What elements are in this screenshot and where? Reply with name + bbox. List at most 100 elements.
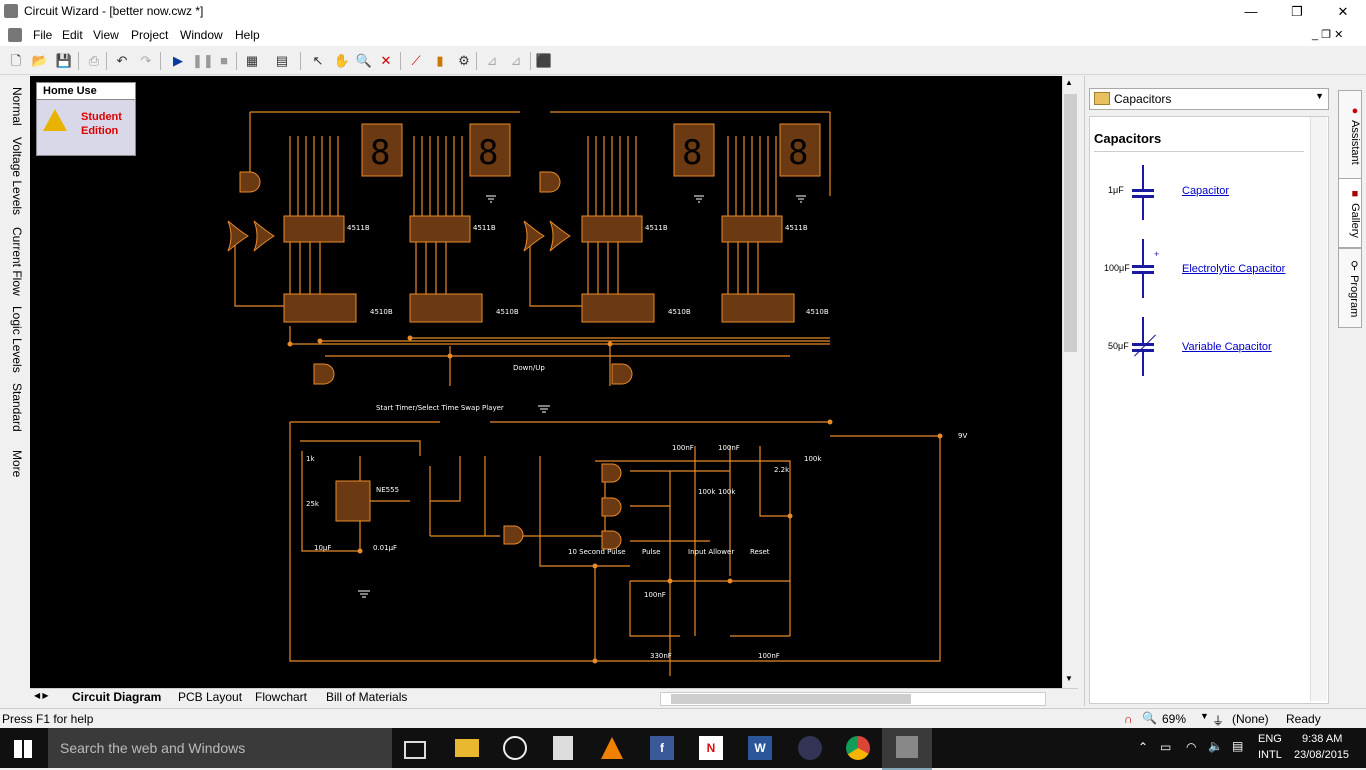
probe-status[interactable]: (None) [1232, 712, 1269, 726]
tab-current-flow[interactable]: Current Flow [10, 226, 24, 296]
vscroll-thumb[interactable] [1064, 94, 1077, 352]
notification-icon[interactable]: ▤ [1232, 739, 1244, 753]
gallery-item-capacitor[interactable]: 1μF Capacitor [1102, 161, 1322, 225]
vlc-icon[interactable] [601, 737, 623, 759]
minimize-button[interactable]: — [1244, 4, 1258, 19]
tab-scroll-left-icon[interactable]: ◀ ▶ [34, 691, 49, 700]
menu-project[interactable]: Project [131, 28, 169, 42]
gallery-item-variable-capacitor[interactable]: 50μF Variable Capacitor [1102, 315, 1322, 379]
windows-start-icon[interactable] [14, 740, 32, 758]
delete-icon[interactable]: ✕ [380, 53, 392, 68]
power-icon[interactable]: ▭ [1160, 740, 1172, 754]
save-icon[interactable]: 💾 [55, 53, 73, 68]
facebook-icon[interactable]: f [650, 736, 674, 760]
language-eng[interactable]: ENG [1258, 733, 1282, 745]
tab-more[interactable]: More [10, 450, 24, 478]
tab-standard[interactable]: Standard [10, 382, 24, 432]
rotate-icon[interactable]: ⊿ [510, 53, 522, 68]
close-button[interactable]: ✕ [1337, 4, 1349, 19]
zoom-level[interactable]: 69% [1162, 712, 1187, 726]
task-view-icon[interactable] [404, 741, 426, 759]
title-bar: Circuit Wizard - [better now.cwz *] — ❐ … [0, 0, 1366, 24]
tab-circuit-diagram[interactable]: Circuit Diagram [72, 690, 162, 704]
chevron-down-icon[interactable]: ▼ [1315, 91, 1324, 101]
circuit-wizard-taskbar-button[interactable] [882, 728, 932, 770]
electrolytic-capacitor-link[interactable]: Electrolytic Capacitor [1182, 263, 1286, 275]
tab-voltage-levels[interactable]: Voltage Levels [10, 136, 24, 216]
clock-time[interactable]: 9:38 AM [1302, 733, 1343, 745]
wifi-icon[interactable]: ◠ [1186, 740, 1197, 754]
probe-status-icon: ⏚ [1212, 714, 1225, 728]
hand-icon[interactable]: ✋ [333, 53, 351, 68]
menu-file[interactable]: File [33, 28, 53, 42]
tab-logic-levels[interactable]: Logic Levels [10, 305, 24, 373]
tab-flowchart[interactable]: Flowchart [255, 690, 308, 704]
magnet-icon[interactable]: ∩ [1124, 712, 1133, 726]
capacitor-link[interactable]: Capacitor [1182, 185, 1230, 197]
redo-icon[interactable]: ↷ [140, 53, 152, 68]
show-hidden-icons[interactable]: ⌃ [1138, 740, 1149, 754]
pointer-icon[interactable]: ↖ [312, 53, 324, 68]
menu-window[interactable]: Window [180, 28, 223, 42]
label-ic8: 4510B [806, 308, 829, 316]
tab-assistant[interactable]: ● Assistant [1338, 90, 1362, 180]
network-icon[interactable]: ⚙ [458, 53, 470, 68]
hscroll-thumb[interactable] [671, 694, 911, 704]
volume-icon[interactable]: 🔈 [1208, 739, 1223, 753]
app-icon [4, 4, 18, 18]
components-icon[interactable]: ▦ [245, 53, 259, 68]
netflix-icon[interactable]: N [699, 736, 723, 760]
menu-edit[interactable]: Edit [62, 28, 83, 42]
flip-icon[interactable]: ⊿ [486, 53, 498, 68]
gallery-item-electrolytic-capacitor[interactable]: 100μF + Electrolytic Capacitor [1102, 237, 1322, 301]
zoom-icon[interactable]: 🔍 [355, 53, 373, 68]
tab-program-label: Program [1348, 274, 1360, 318]
open-icon[interactable]: 📂 [31, 53, 49, 68]
tab-normal[interactable]: Normal [10, 86, 24, 126]
label-100k-c: 100k [804, 455, 822, 463]
file-explorer-icon[interactable] [455, 739, 479, 757]
gallery-icon[interactable]: ⬛ [535, 53, 553, 68]
zoom-dropdown-icon[interactable]: ▼ [1200, 711, 1209, 721]
maximize-button[interactable]: ❐ [1291, 4, 1303, 19]
capacitor-value: 1μF [1108, 185, 1124, 195]
sheet-tab-bar: ◀ ▶ Circuit Diagram PCB Layout Flowchart… [30, 688, 1078, 707]
store-icon[interactable] [553, 736, 573, 760]
undo-icon[interactable]: ↶ [116, 53, 128, 68]
gallery-category-select[interactable]: Capacitors ▼ [1089, 88, 1329, 110]
scroll-up-icon[interactable]: ▲ [1065, 78, 1073, 87]
print-icon[interactable]: ⎙ [88, 53, 100, 68]
label-ne555: NE555 [376, 486, 399, 494]
layout-icon[interactable]: ▤ [275, 53, 289, 68]
new-icon[interactable]: 🗋 [10, 53, 22, 68]
xbox-icon[interactable] [503, 736, 527, 760]
vertical-scrollbar[interactable]: ▲ ▼ [1062, 76, 1079, 688]
tab-bill-of-materials[interactable]: Bill of Materials [326, 690, 408, 704]
language-intl[interactable]: INTL [1258, 749, 1282, 761]
tab-program[interactable]: ⚲ Program [1338, 248, 1362, 328]
gallery-scrollbar[interactable] [1310, 117, 1327, 701]
tab-gallery[interactable]: ■ Gallery [1338, 178, 1362, 248]
chrome-icon[interactable] [846, 736, 870, 760]
taskbar: Search the web and Windows f N W ⌃ ▭ ◠ 🔈… [0, 728, 1366, 770]
scroll-down-icon[interactable]: ▼ [1065, 674, 1073, 683]
probe-icon[interactable]: ⟋ [411, 53, 421, 68]
variable-capacitor-link[interactable]: Variable Capacitor [1182, 341, 1272, 353]
search-placeholder: Search the web and Windows [60, 740, 246, 756]
clock-date[interactable]: 23/08/2015 [1294, 749, 1350, 761]
horizontal-scrollbar[interactable] [660, 692, 1046, 706]
home-use-title: Home Use [37, 83, 135, 100]
stop-icon[interactable]: ■ [220, 53, 228, 68]
menu-help[interactable]: Help [235, 28, 260, 42]
mdi-controls[interactable]: _ ❐ ✕ [1312, 29, 1344, 41]
graph-icon[interactable]: ▮ [436, 53, 444, 68]
run-icon[interactable]: ▶ [173, 53, 183, 68]
pause-icon[interactable]: ❚❚ [192, 53, 214, 68]
label-10uf: 10μF [314, 544, 331, 552]
word-icon[interactable]: W [748, 736, 772, 760]
app-globe-icon[interactable] [798, 736, 822, 760]
tab-pcb-layout[interactable]: PCB Layout [178, 690, 243, 704]
menu-view[interactable]: View [93, 28, 119, 42]
taskbar-search[interactable]: Search the web and Windows [48, 728, 392, 768]
